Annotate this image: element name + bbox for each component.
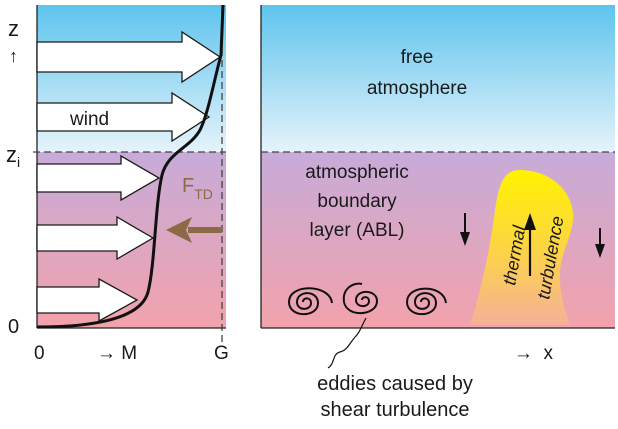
right-panel: free atmosphere atmospheric boundary lay… — [260, 5, 615, 369]
free-atmosphere-line1: free — [401, 47, 434, 68]
m-axis-label: → M — [97, 343, 137, 364]
abl-line1: atmospheric — [305, 162, 409, 183]
wind-arrow-1 — [36, 277, 139, 323]
wind-label: wind — [69, 109, 109, 130]
force-arrow-head — [166, 217, 192, 243]
z-axis-arrow: ↑ — [9, 46, 18, 66]
wind-arrow-3 — [36, 154, 161, 202]
wind-arrow-4 — [36, 91, 211, 143]
zi-label-sub: i — [17, 154, 20, 170]
z-axis-label: z — [8, 16, 19, 41]
wind-profile-curve — [36, 4, 225, 329]
updraft-arrow — [524, 213, 536, 276]
x-zero-label: 0 — [34, 343, 45, 364]
eddies-caption-line2: shear turbulence — [321, 399, 470, 421]
right-free-atmosphere-bg — [261, 5, 615, 152]
thermal-plume — [470, 170, 574, 325]
wind-arrow-2 — [36, 215, 155, 261]
downdraft-arrow-right — [595, 228, 605, 258]
force-label-sub: TD — [194, 186, 213, 202]
eddy-2 — [342, 282, 379, 315]
force-label-main: F — [182, 175, 194, 197]
downdraft-arrow-left — [460, 213, 470, 246]
abl-line2: boundary — [317, 191, 397, 212]
wind-arrow-5 — [36, 30, 222, 84]
eddy-1 — [287, 287, 333, 316]
free-atmosphere-line2: atmosphere — [367, 78, 467, 99]
force-label: FTD — [182, 175, 213, 202]
x-axis-label: → x — [514, 343, 554, 364]
zi-label: zi — [6, 142, 20, 170]
g-axis-label: G — [214, 343, 229, 364]
abl-line3: layer (ABL) — [309, 220, 404, 241]
left-panel: wind FTD z ↑ zi 0 0 → M G — [6, 4, 229, 364]
eddies-caption-line1: eddies caused by — [317, 373, 473, 395]
eddy-3 — [405, 287, 447, 316]
zi-label-main: z — [6, 142, 17, 167]
zero-height-label: 0 — [8, 316, 19, 338]
caption-pointer-line — [327, 317, 367, 369]
